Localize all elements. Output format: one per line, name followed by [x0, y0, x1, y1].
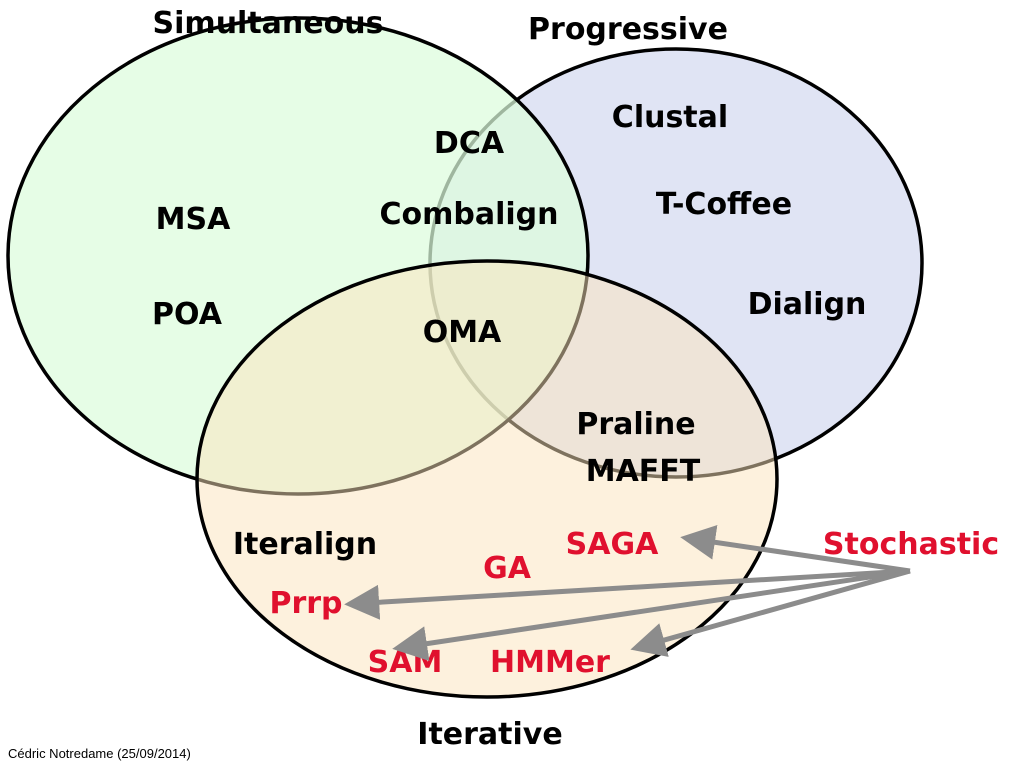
stochastic-method-label: SAM: [368, 645, 443, 680]
method-label: Combalign: [379, 197, 558, 232]
method-label: MAFFT: [586, 454, 701, 489]
method-label: T-Coffee: [656, 187, 792, 222]
stochastic-method-label: Prrp: [269, 586, 342, 621]
arrow-to-hmmer: [630, 568, 911, 657]
method-label: POA: [152, 297, 223, 332]
arrow-to-saga: [680, 524, 911, 574]
stochastic-label: Stochastic: [823, 527, 999, 562]
method-label: OMA: [423, 315, 502, 350]
progressive-title: Progressive: [528, 12, 728, 47]
method-label: Praline: [576, 407, 695, 442]
stochastic-method-label: GA: [483, 551, 532, 586]
simultaneous-title: Simultaneous: [153, 6, 384, 41]
method-label: Clustal: [612, 100, 728, 135]
method-label: DCA: [434, 126, 505, 161]
stochastic-method-label: HMMer: [490, 645, 610, 680]
footer-credit: Cédric Notredame (25/09/2014): [8, 746, 191, 761]
arrow-to-prrp: [344, 568, 911, 620]
iterative-title: Iterative: [417, 717, 562, 752]
method-label: Dialign: [748, 287, 867, 322]
arrow-to-sam: [392, 568, 911, 661]
stochastic-method-label: SAGA: [566, 527, 659, 562]
method-label: Iteralign: [233, 527, 377, 562]
method-label: MSA: [156, 202, 231, 237]
